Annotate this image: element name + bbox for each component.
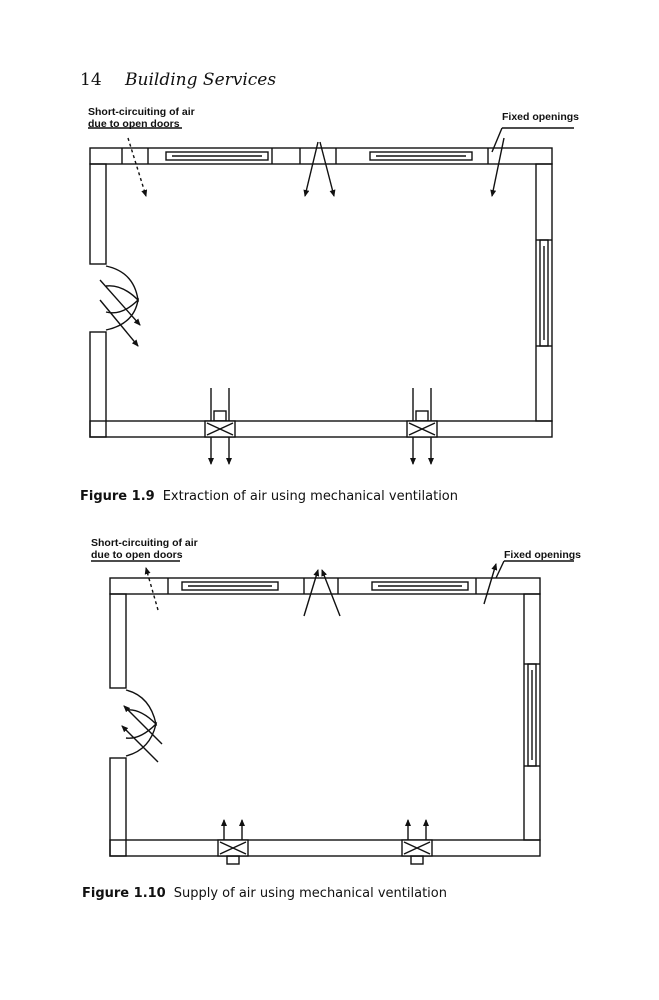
running-title: Building Services [125,70,277,90]
wall-right [535,163,553,422]
arrow-door-out [121,725,159,763]
extract-fan-left [204,388,236,465]
arrow-short-circuit [127,137,148,197]
arrow-fixed-opening-in [490,137,505,197]
page-header: 14 Building Services [80,70,276,90]
arrow-opening-out [321,569,341,617]
wall-left-upper [109,593,127,689]
door-leaf-lower [125,721,158,757]
label-fixed-openings-fig1-9: Fixed openings [502,111,580,123]
wall-left-lower [109,757,127,857]
supply-fan-left [217,819,249,865]
label-short-circuiting-fig1-10: Short-circuiting of air due to open door… [91,537,198,561]
door-leaf-upper [125,689,158,727]
wall-bottom [89,420,553,438]
extract-fan-right [406,388,438,465]
label-short-circuiting-fig1-9: Short-circuiting of air due to open door… [88,106,195,130]
door-leaf-upper [105,265,139,302]
floor-plan-supply [91,560,574,865]
arrow-short-circuit [144,567,159,611]
floor-plan-extraction [88,127,574,465]
arrow-door-in [99,279,141,326]
arrow-fixed-opening-out [483,563,498,605]
wall-left-upper [89,163,107,265]
arrow-opening-in [319,141,336,197]
arrow-door-out [123,705,163,745]
wall-top [89,147,553,165]
page-number: 14 [80,70,102,90]
arrow-opening-out [303,569,320,617]
wall-right [523,593,541,841]
supply-fan-right [401,819,433,865]
wall-bottom [109,839,541,857]
arrow-opening-in [303,141,319,197]
arrow-door-in [99,299,139,347]
label-fixed-openings-fig1-10: Fixed openings [504,549,582,561]
